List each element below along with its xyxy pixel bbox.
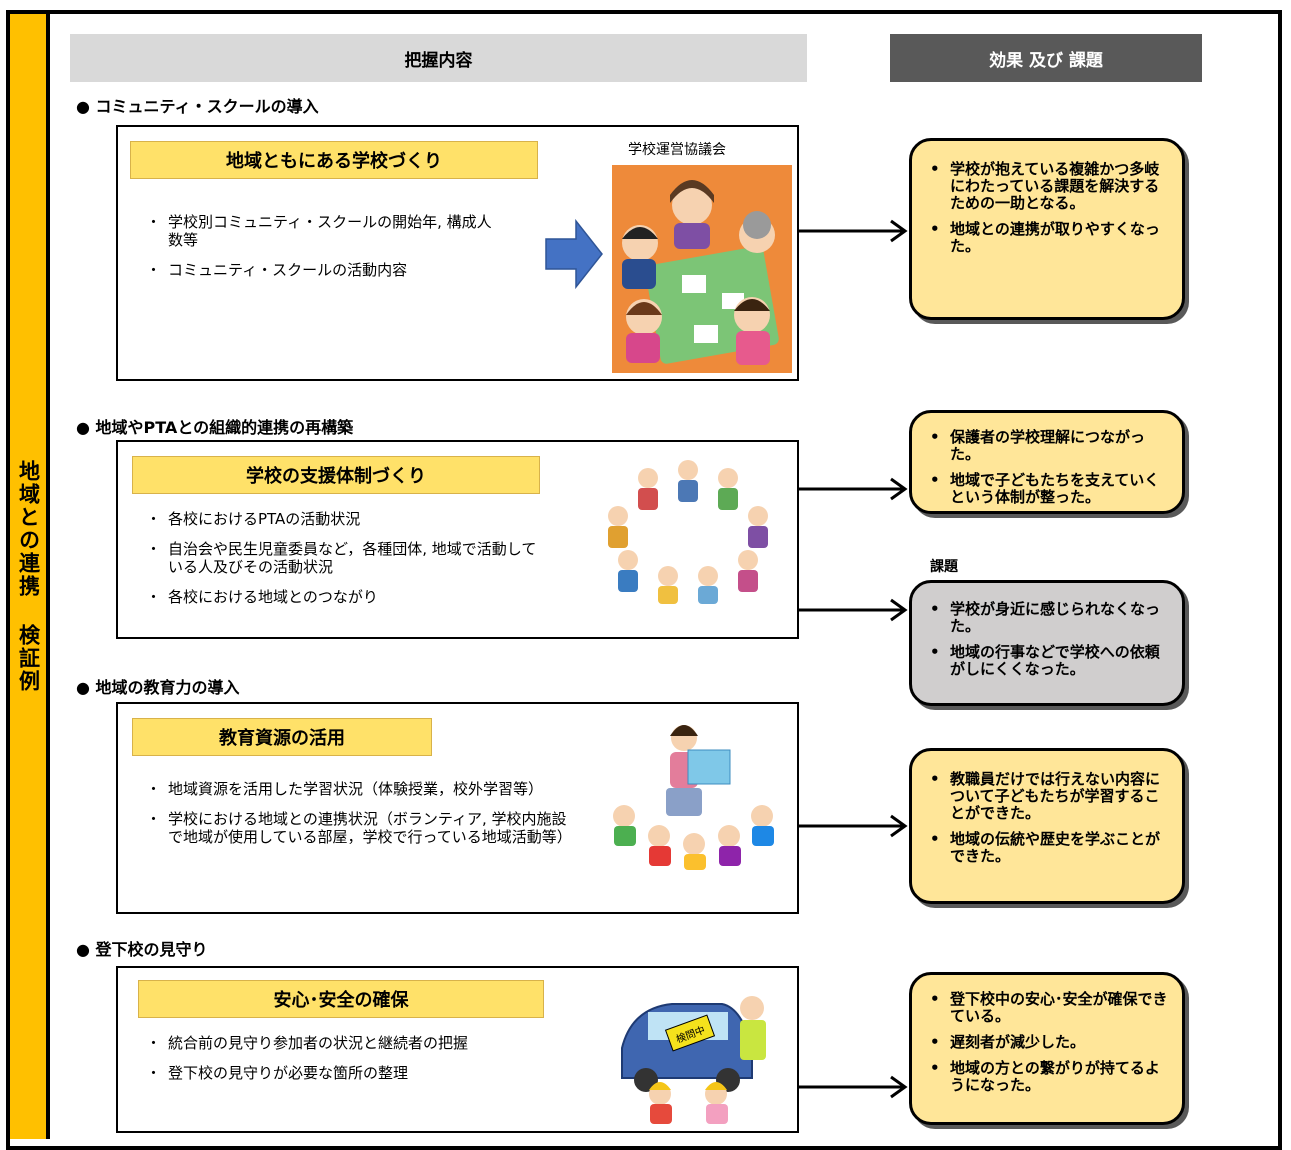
arrow-right-icon xyxy=(799,598,908,622)
item-list: ・各校におけるPTAの活動状況 ・自治会や民生児童委員など，各種団体, 地域で活… xyxy=(146,510,546,618)
list-item: ・学校における地域との連携状況（ボランティア, 学校内施設で地域が使用している部… xyxy=(146,810,572,846)
sidebar-label: 地域との連携 検証例 xyxy=(16,460,41,693)
sidebar: 地域との連携 検証例 xyxy=(10,14,50,1139)
section-title-pta: ● 地域やPTAとの組織的連携の再構築 xyxy=(76,418,354,437)
section-box-community-school: 地域ともにある学校づくり ・学校別コミュニティ・スクールの開始年, 構成人数等 … xyxy=(116,125,799,381)
banner-safety: 安心･安全の確保 xyxy=(138,980,544,1018)
section-title-community-school: ● コミュニティ・スクールの導入 xyxy=(76,97,319,116)
issue-box: •学校が身近に感じられなくなった。 •地域の行事などで学校への依頼がしにくくなっ… xyxy=(909,580,1185,706)
group-circle-illustration xyxy=(608,460,768,604)
effect-item: •地域で子どもたちを支えていくという体制が整った。 xyxy=(930,471,1160,506)
list-item: ・統合前の見守り参加者の状況と継続者の把握 xyxy=(146,1034,469,1052)
item-list: ・地域資源を活用した学習状況（体験授業，校外学習等） ・学校における地域との連携… xyxy=(146,780,572,858)
effect-item: •地域の方との繋がりが持てるようになった。 xyxy=(930,1059,1160,1094)
item-list: ・統合前の見守り参加者の状況と継続者の把握 ・登下校の見守りが必要な箇所の整理 xyxy=(146,1034,526,1094)
list-item: ・地域資源を活用した学習状況（体験授業，校外学習等） xyxy=(146,780,544,798)
list-item: ・各校におけるPTAの活動状況 xyxy=(146,510,361,528)
effect-item: •保護者の学校理解につながった。 xyxy=(930,428,1146,463)
crossing-guard-illustration: 検問中 xyxy=(621,996,766,1124)
banner-community-school: 地域ともにある学校づくり xyxy=(130,141,538,179)
section-title-education: ● 地域の教育力の導入 xyxy=(76,678,240,697)
list-item: ・コミュニティ・スクールの活動内容 xyxy=(146,261,408,279)
list-item: ・自治会や民生児童委員など，各種団体, 地域で活動している人及びその活動状況 xyxy=(146,540,537,576)
list-item: ・学校別コミュニティ・スクールの開始年, 構成人数等 xyxy=(146,213,492,249)
effect-item: •学校が抱えている複雑かつ多岐にわたっている課題を解決するための一助となる。 xyxy=(930,160,1160,212)
effect-item: •地域の伝統や歴史を学ぶことができた。 xyxy=(930,830,1161,865)
banner-support-system: 学校の支援体制づくり xyxy=(132,456,540,494)
header-grasp-content: 把握内容 xyxy=(70,34,807,82)
arrow-right-icon xyxy=(799,477,908,501)
effect-box-4: •登下校中の安心･安全が確保できている。 •遅刻者が減少した。 •地域の方との繋… xyxy=(909,972,1185,1125)
arrow-right-icon xyxy=(799,1075,908,1099)
effect-item: •地域との連携が取りやすくなった。 xyxy=(930,220,1160,255)
arrow-right-icon xyxy=(799,814,908,838)
effect-item: •登下校中の安心･安全が確保できている。 xyxy=(930,990,1168,1025)
storytelling-illustration xyxy=(613,725,774,870)
effect-box-1: •学校が抱えている複雑かつ多岐にわたっている課題を解決するための一助となる。 •… xyxy=(909,138,1185,320)
meeting-label: 学校運営協議会 xyxy=(628,142,726,158)
effect-item: •教職員だけでは行えない内容について子どもたちが学習することができた。 xyxy=(930,770,1161,822)
council-meeting-illustration xyxy=(612,165,792,373)
section-box-pta: 学校の支援体制づくり ・各校におけるPTAの活動状況 ・自治会や民生児童委員など… xyxy=(116,440,799,639)
effect-box-3: •教職員だけでは行えない内容について子どもたちが学習することができた。 •地域の… xyxy=(909,748,1185,904)
issues-label: 課題 xyxy=(930,559,958,575)
blue-arrow-icon xyxy=(545,218,603,290)
item-list: ・学校別コミュニティ・スクールの開始年, 構成人数等 ・コミュニティ・スクールの… xyxy=(146,213,506,291)
section-title-commute-watch: ● 登下校の見守り xyxy=(76,940,208,959)
issue-item: •地域の行事などで学校への依頼がしにくくなった。 xyxy=(930,643,1160,678)
section-box-education: 教育資源の活用 ・地域資源を活用した学習状況（体験授業，校外学習等） ・学校にお… xyxy=(116,702,799,914)
issue-item: •学校が身近に感じられなくなった。 xyxy=(930,600,1161,635)
effect-item: •遅刻者が減少した。 xyxy=(930,1033,1086,1051)
list-item: ・登下校の見守りが必要な箇所の整理 xyxy=(146,1064,409,1082)
section-box-commute-watch: 安心･安全の確保 ・統合前の見守り参加者の状況と継続者の把握 ・登下校の見守りが… xyxy=(116,966,799,1133)
list-item: ・各校における地域とのつながり xyxy=(146,588,378,606)
effect-box-2: •保護者の学校理解につながった。 •地域で子どもたちを支えていくという体制が整っ… xyxy=(909,410,1185,514)
arrow-right-icon xyxy=(799,219,908,243)
header-effects-issues: 効果 及び 課題 xyxy=(890,34,1202,82)
banner-education-resources: 教育資源の活用 xyxy=(132,718,432,756)
